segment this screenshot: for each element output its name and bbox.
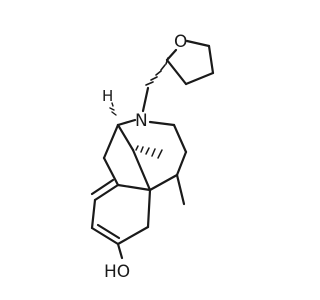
bond-n-ch2-ring <box>148 120 176 127</box>
hash-3 <box>155 70 162 76</box>
m-hash-4 <box>151 148 156 157</box>
bond-c9-quaternary <box>131 148 152 192</box>
bond-c10a-c1-double <box>90 178 115 196</box>
m-hash-2 <box>140 146 144 153</box>
bond-c3-oh <box>116 242 124 260</box>
bond-c5-o <box>185 39 211 48</box>
tetrahydrofuran-ring: O <box>145 32 215 86</box>
bond-c2-c3 <box>90 226 120 246</box>
hydroxyl-label: HO <box>104 262 130 282</box>
bond-c2-c3-double <box>96 223 121 240</box>
hashed-h-bond <box>109 102 117 116</box>
nitrogen-label: N <box>135 111 148 131</box>
m-hash-1 <box>135 145 139 151</box>
hash-4 <box>150 76 158 81</box>
bond-ring-a <box>172 123 188 154</box>
bond-c4-c5 <box>207 44 215 75</box>
m-hash-5 <box>157 149 163 159</box>
bond-n-c-bridgehead <box>116 118 137 127</box>
bond-ring-c <box>148 173 179 192</box>
bond-c10a-quat <box>116 183 152 192</box>
bond-c10a-c1 <box>93 183 120 202</box>
bond-ring-b <box>175 150 188 177</box>
bond-ch2left-c10a <box>102 156 120 187</box>
m-hash-3 <box>145 147 150 155</box>
bond-bridgehead-c9 <box>116 123 135 152</box>
h-hash-1 <box>111 102 114 107</box>
bond-ch2-n <box>141 86 150 113</box>
bond-c2-c3 <box>165 58 188 86</box>
hash-2 <box>160 64 166 71</box>
bond-bridgehead-ch2-left <box>102 123 120 160</box>
hashed-stereo-bond <box>145 57 169 86</box>
bond-c3-c4 <box>184 71 215 86</box>
hash-5 <box>145 81 154 86</box>
stereo-hydrogen-label: H <box>102 87 113 105</box>
h-hash-3 <box>111 111 117 116</box>
h-hash-2 <box>109 107 115 111</box>
c9-methyl-hashed <box>135 145 163 159</box>
molecule-structure-diagram: O N H HO <box>90 32 215 282</box>
bond-c4-quat <box>146 188 152 229</box>
bond-methyl-right <box>175 173 186 206</box>
bond-c1-c2 <box>90 198 97 230</box>
hash-1 <box>165 57 169 65</box>
ring-oxygen-label: O <box>174 32 187 52</box>
bond-c3-c4 <box>116 225 150 246</box>
